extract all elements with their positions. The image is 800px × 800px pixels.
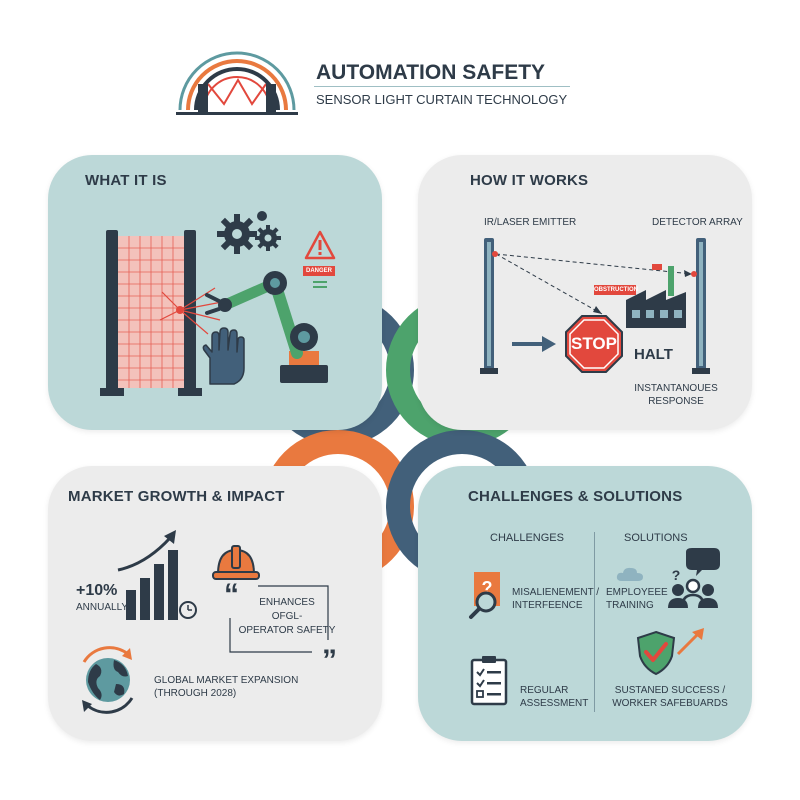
stop-sign-icon [565,315,623,373]
column-header-solutions: SOLUTIONS [624,532,688,544]
halt-label: HALT [634,346,673,363]
panel-what-it-is-title: WHAT IT IS [85,172,167,189]
svg-text:?: ? [672,567,681,583]
page-title: AUTOMATION SAFETY [316,61,546,84]
danger-sign: DANGER [303,266,335,276]
column-header-challenges: CHALLENGES [490,532,564,544]
solution-2-line-1: SUSTANED SUCCESS / [614,685,726,696]
hand-icon [202,327,245,385]
right-arrow-icon [512,336,556,352]
checklist-icon [470,656,508,706]
quote-bracket [229,585,329,653]
quote-line-1: ENHANCES [259,597,315,608]
sign-lines-icon [313,281,327,288]
emitter-detector-diagram [480,238,710,374]
expansion-line-2: (THROUGH 2028) [154,688,237,699]
expansion-line-1: GLOBAL MARKET EXPANSION [154,675,299,686]
challenge-2-label: REGULAR ASSESSMENT [520,684,588,710]
solution-1-line-2: TRAINING [606,600,654,611]
stop-sign-label: STOP [571,334,617,353]
solution-1-label: EMPLOYEEE TRAINING [606,586,668,612]
response-label: INSTANTANOUES RESPONSE [626,382,726,408]
panel-market-growth-title: MARKET GROWTH & IMPACT [68,488,285,505]
hard-hat-icon [212,545,260,580]
cloud-icon [616,567,643,581]
solution-1-line-1: EMPLOYEEE [606,587,668,598]
trend-up-arrow-icon [676,628,704,656]
gears-icon [217,211,281,254]
clock-icon [179,601,197,619]
laser-burst-icon [159,287,223,335]
page-subtitle: SENSOR LIGHT CURTAIN TECHNOLOGY [316,92,568,107]
light-curtain-logo-icon [176,51,298,115]
team-discussion-icon: ? [668,548,720,609]
panel-challenges-title: CHALLENGES & SOLUTIONS [468,488,683,505]
close-quote-icon: ” [322,644,337,677]
svg-text:?: ? [482,578,493,598]
growth-value: +10% [76,582,118,599]
challenge-2-line-2: ASSESSMENT [520,698,589,709]
globe-icon [82,646,134,714]
quote-line-2: OFGL- [271,611,303,622]
shield-check-icon [636,630,676,676]
emitter-label: IR/LASER EMITTER [484,217,577,228]
title-divider [314,86,570,87]
challenge-1-line-2: INTERFEENCE [512,600,583,611]
light-curtain-grid-illustration [100,230,202,396]
panel-how-it-works-title: HOW IT WORKS [470,172,589,189]
solution-2-line-2: WORKER SAFEBUARDS [612,698,728,709]
challenge-1-line-1: MISALIENEMENT / [512,587,600,598]
detector-label: DETECTOR ARRAY [652,217,743,228]
solution-2-label: SUSTANED SUCCESS / WORKER SAFEBUARDS [604,684,736,710]
response-line-2: RESPONSE [648,396,704,407]
factory-icon [626,264,686,328]
obstruction-tag: OBSTRUCTION [594,285,638,295]
safety-quote: ENHANCES OFGL- OPERATOR SAFETY [232,596,342,638]
warning-triangle-icon [304,230,336,260]
challenge-2-line-1: REGULAR [520,685,569,696]
open-quote-icon: “ [224,578,239,611]
question-magnifier-icon: ? [469,572,500,619]
growth-period: ANNUALLY [76,602,129,613]
robot-arm-icon [205,271,328,383]
global-expansion-label: GLOBAL MARKET EXPANSION (THROUGH 2028) [154,674,298,700]
response-line-1: INSTANTANOUES [634,383,718,394]
column-divider [594,532,595,712]
challenge-1-label: MISALIENEMENT / INTERFEENCE [512,586,599,612]
growth-bar-chart-icon [117,530,178,620]
quote-line-3: OPERATOR SAFETY [238,625,336,636]
